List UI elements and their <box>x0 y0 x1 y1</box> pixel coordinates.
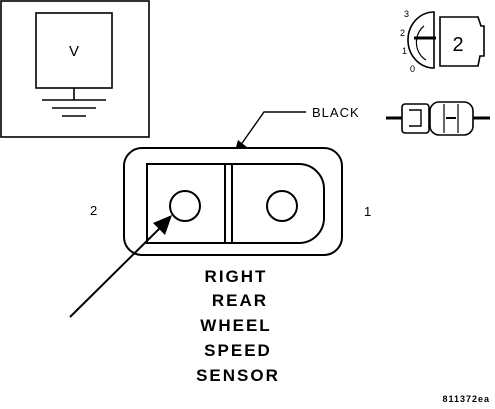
key-position-2: 2 <box>400 28 405 38</box>
key-cylinder <box>407 11 435 69</box>
key-position-1: 1 <box>402 46 407 56</box>
title-line-5: SENSOR <box>196 366 280 385</box>
cavity-pin-1 <box>266 190 298 222</box>
voltmeter-inset: V <box>0 0 150 138</box>
title-line-3: WHEEL <box>200 316 271 335</box>
voltmeter-symbol: V <box>69 43 79 60</box>
connector-plug-icon <box>386 101 490 136</box>
title-line-1: RIGHT <box>205 267 268 286</box>
ground-icon <box>42 88 106 117</box>
sensor-connector <box>123 147 343 256</box>
title-line-4: SPEED <box>204 341 272 360</box>
component-title: RIGHT REAR WHEEL SPEED SENSOR <box>196 267 280 385</box>
pin-number-right: 1 <box>364 204 371 219</box>
cavity-pin-2 <box>169 190 201 222</box>
key-selected-position: 2 <box>452 34 463 56</box>
voltmeter-icon <box>35 12 113 89</box>
probe-pointer-arrow <box>69 215 172 318</box>
pin-number-left: 2 <box>90 203 97 218</box>
ignition-key-icon: 3 2 1 0 2 <box>400 9 485 74</box>
title-line-2: REAR <box>212 291 268 310</box>
figure-reference: 811372ea <box>442 394 490 404</box>
key-position-0: 0 <box>410 64 415 74</box>
key-position-3: 3 <box>404 9 409 19</box>
wire-color-label: BLACK <box>312 105 360 120</box>
key-head <box>439 16 485 67</box>
connector-inner-face <box>146 163 325 244</box>
